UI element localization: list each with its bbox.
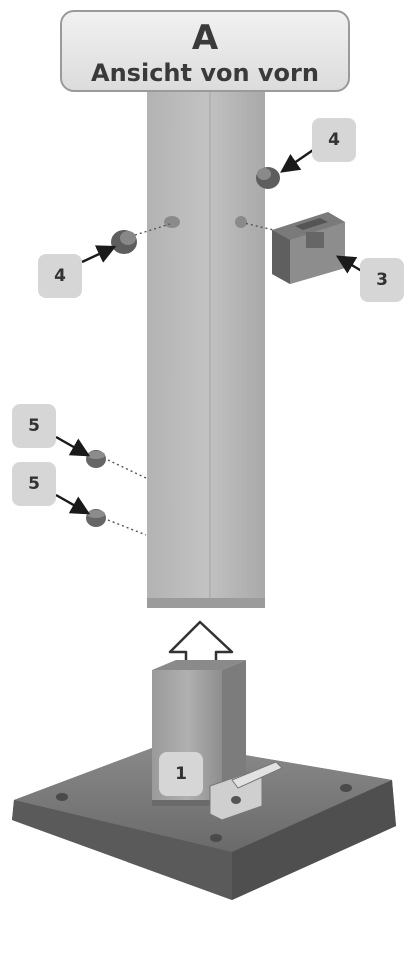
view-subtitle: Ansicht von vorn xyxy=(62,58,348,88)
plug-upper xyxy=(86,450,106,468)
cap-right xyxy=(256,167,280,189)
callout-1: 1 xyxy=(159,752,203,796)
callout-4-left: 4 xyxy=(38,254,82,298)
callout-4-right: 4 xyxy=(312,118,356,162)
plug-lower xyxy=(86,509,106,527)
view-letter: A xyxy=(62,18,348,58)
callout-3: 3 xyxy=(360,258,404,302)
post-hole-right xyxy=(235,216,247,228)
callout-5-upper: 5 xyxy=(12,404,56,448)
title-box: A Ansicht von vorn xyxy=(60,10,350,92)
upper-post xyxy=(147,88,265,608)
callout-5-lower: 5 xyxy=(12,462,56,506)
bracket-part xyxy=(272,212,345,284)
post-hole-left xyxy=(164,216,180,228)
cap-left xyxy=(111,230,137,254)
